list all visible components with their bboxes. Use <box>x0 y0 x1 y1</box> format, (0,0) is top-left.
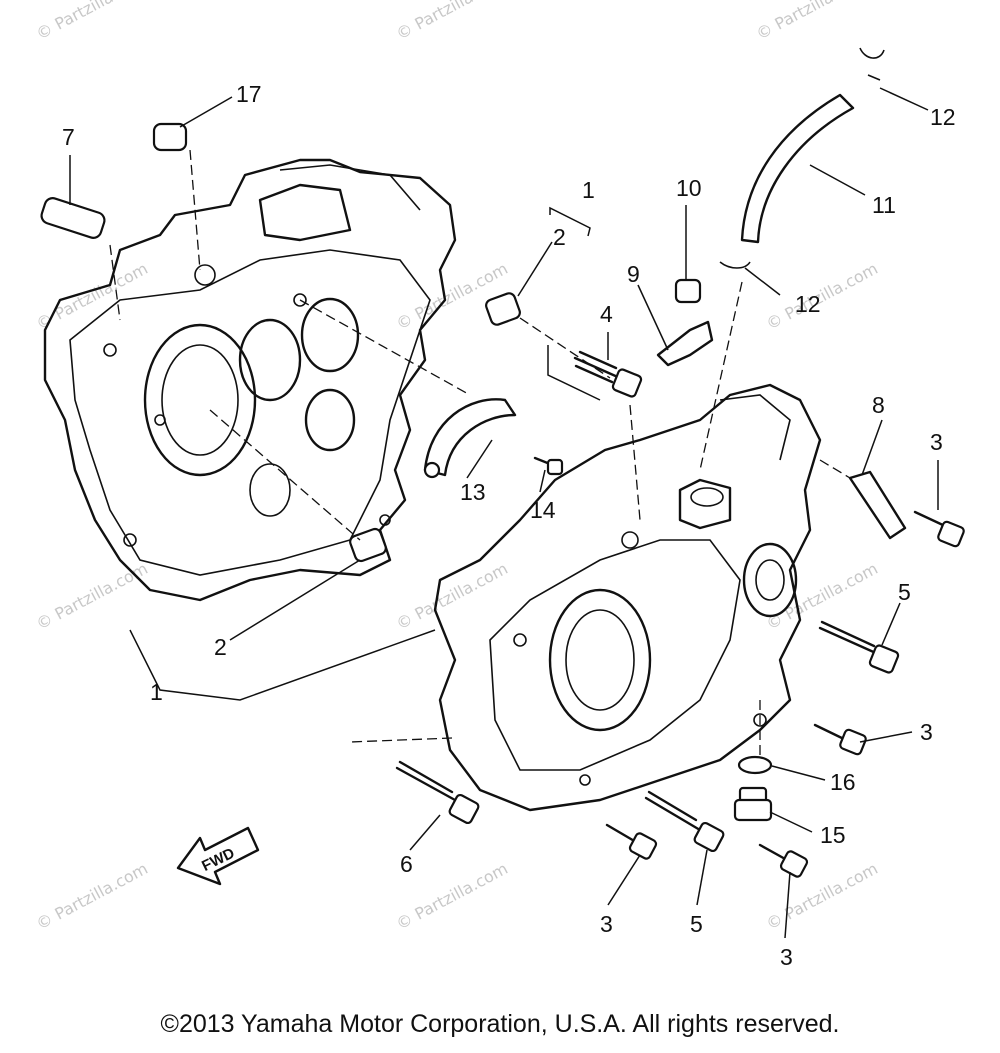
callout-15: 15 <box>820 822 846 848</box>
callout-7: 7 <box>62 124 75 150</box>
callout-1: 1 <box>582 177 595 203</box>
callout-3: 3 <box>930 429 943 455</box>
assembly-lines <box>109 149 851 760</box>
watermark: © Partzilla.com <box>33 559 151 634</box>
union-fitting <box>656 320 714 367</box>
callout-3: 3 <box>600 911 613 937</box>
callout-10: 10 <box>676 175 702 201</box>
callout-5: 5 <box>690 911 703 937</box>
cable-clamp <box>848 470 907 540</box>
callout-12: 12 <box>795 291 821 317</box>
bolt <box>913 510 965 548</box>
dowel-pin <box>485 292 521 326</box>
callout-4: 4 <box>600 301 613 327</box>
watermark: © Partzilla.com <box>753 0 871 44</box>
bolt <box>605 823 658 860</box>
callout-13: 13 <box>460 479 486 505</box>
leader-lines <box>69 87 939 939</box>
callout-17: 17 <box>236 81 262 107</box>
collar <box>40 197 106 239</box>
bolt <box>395 760 480 825</box>
callout-2: 2 <box>214 634 227 660</box>
watermark: © Partzilla.com <box>763 859 881 934</box>
callout-1: 1 <box>150 679 163 705</box>
forward-arrow-icon: FWD <box>176 826 260 886</box>
callout-14: 14 <box>530 497 556 523</box>
hose-clip <box>719 261 751 269</box>
union-bolt <box>674 278 702 304</box>
callout-6: 6 <box>400 851 413 877</box>
gasket <box>737 755 773 775</box>
callout-9: 9 <box>627 261 640 287</box>
watermark: © Partzilla.com <box>33 0 151 44</box>
exploded-parts-diagram: © Partzilla.com © Partzilla.com © Partzi… <box>33 0 965 970</box>
callout-labels: 1 1 2 2 3 3 3 3 4 5 5 6 7 8 9 10 11 12 1… <box>62 81 956 970</box>
bolt <box>644 790 725 853</box>
bolt <box>818 620 900 674</box>
crankcase-right-half <box>433 383 822 812</box>
bolt <box>758 843 809 878</box>
watermark: © Partzilla.com <box>393 559 511 634</box>
callout-12: 12 <box>930 104 956 130</box>
dowel-pin <box>349 527 387 563</box>
copyright-notice: ©2013 Yamaha Motor Corporation, U.S.A. A… <box>160 1010 840 1038</box>
callout-3: 3 <box>920 719 933 745</box>
callout-5: 5 <box>898 579 911 605</box>
watermark: © Partzilla.com <box>763 259 881 334</box>
seal-plate <box>423 398 517 477</box>
callout-16: 16 <box>830 769 856 795</box>
callout-11: 11 <box>872 192 896 218</box>
callout-2: 2 <box>553 224 566 250</box>
hose-clip <box>859 47 885 81</box>
watermark: © Partzilla.com <box>393 0 511 44</box>
watermark: © Partzilla.com <box>33 859 151 934</box>
bolt <box>573 350 643 398</box>
crankcase-left-half <box>43 158 457 602</box>
callout-3: 3 <box>780 944 793 970</box>
drain-plug <box>733 786 773 822</box>
grommet <box>152 122 188 152</box>
breather-hose <box>740 93 855 244</box>
callout-8: 8 <box>872 392 885 418</box>
bolt <box>813 723 867 756</box>
